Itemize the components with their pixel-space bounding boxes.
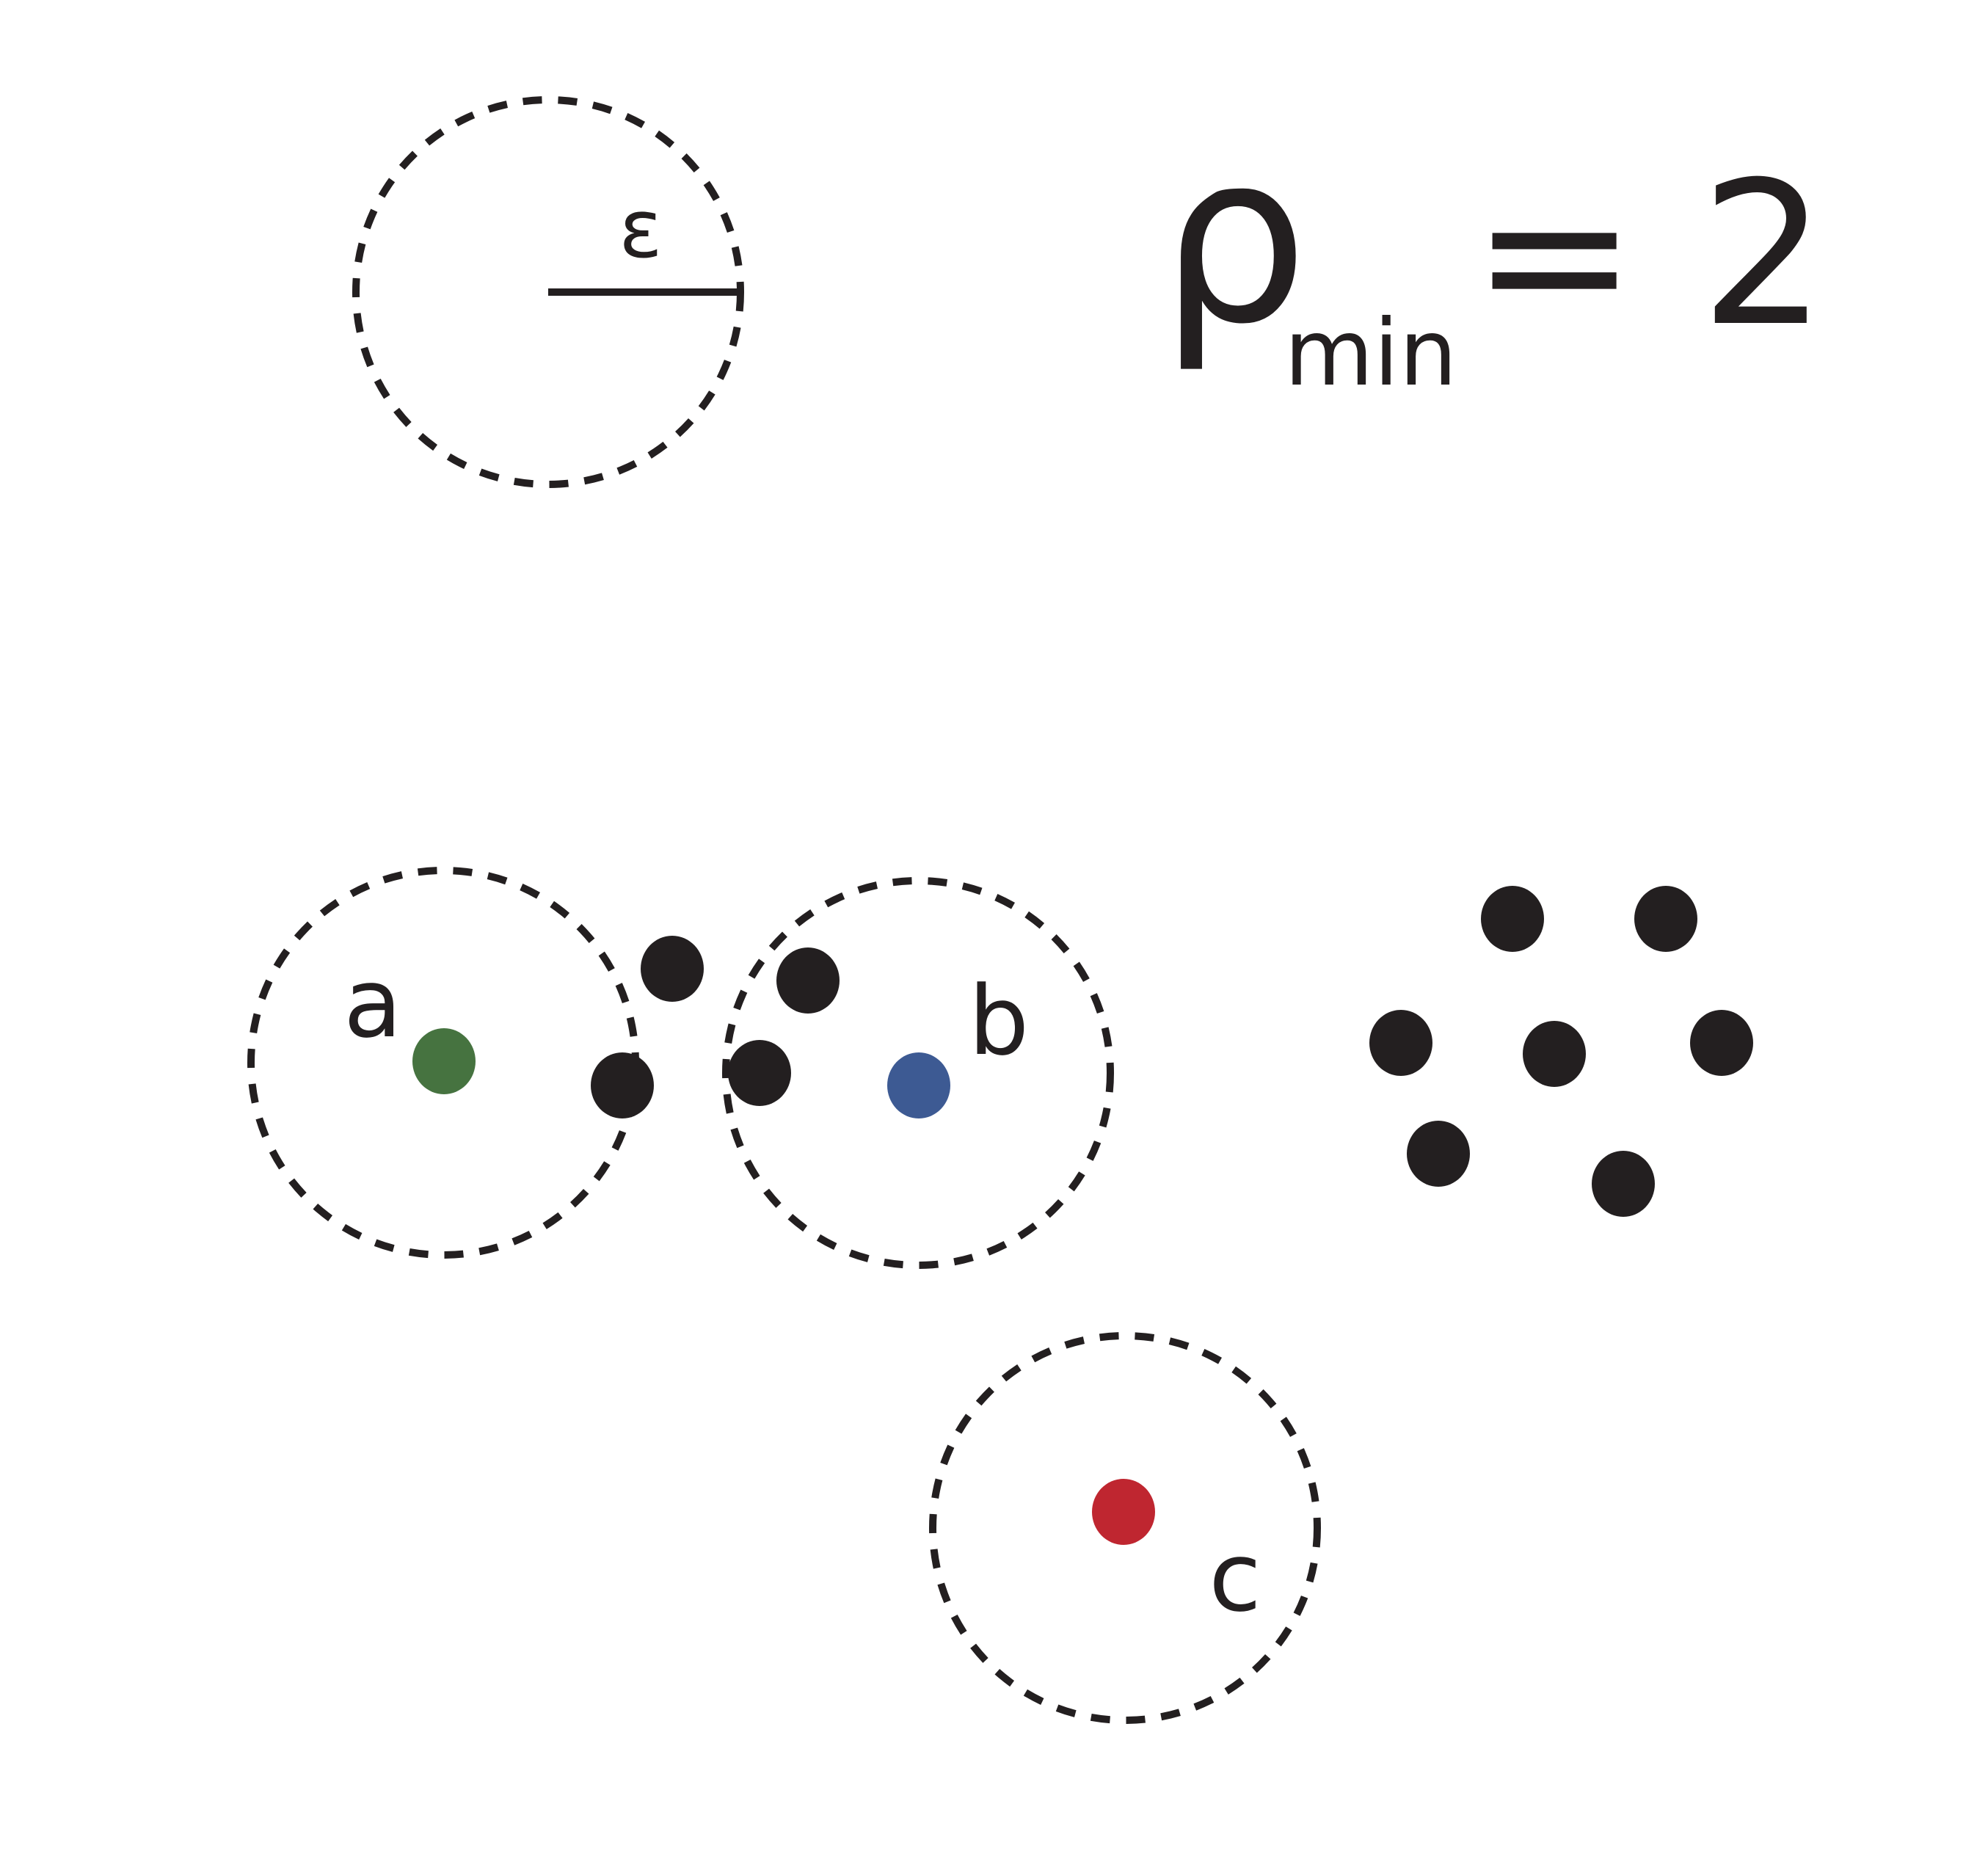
data-point xyxy=(1634,886,1697,952)
data-point xyxy=(1690,1010,1753,1076)
data-point xyxy=(1407,1121,1470,1187)
rho-subscript: min xyxy=(1284,300,1457,407)
data-point xyxy=(776,947,840,1014)
point-label-b: b xyxy=(969,965,1030,1077)
data-point xyxy=(728,1040,791,1106)
min-points-formula: ρ min = 2 xyxy=(1159,103,1827,407)
neighborhood-circle-b xyxy=(722,877,1114,1269)
data-point xyxy=(1481,886,1544,952)
data-point xyxy=(1592,1151,1655,1217)
data-point xyxy=(1523,1021,1586,1087)
point-c xyxy=(1092,1479,1155,1545)
epsilon-symbol: ε xyxy=(619,182,662,276)
epsilon-legend: ε xyxy=(352,96,744,488)
data-point xyxy=(1369,1010,1432,1076)
data-point xyxy=(591,1052,654,1118)
rho-symbol: ρ xyxy=(1159,103,1308,376)
point-label-c: c xyxy=(1209,1521,1261,1633)
neighborhood-circle-c xyxy=(929,1332,1321,1724)
point-b xyxy=(887,1052,950,1118)
data-point xyxy=(641,936,704,1002)
rho-equals-value: = 2 xyxy=(1471,139,1827,370)
point-label-a: a xyxy=(343,947,402,1059)
point-a xyxy=(412,1028,476,1094)
